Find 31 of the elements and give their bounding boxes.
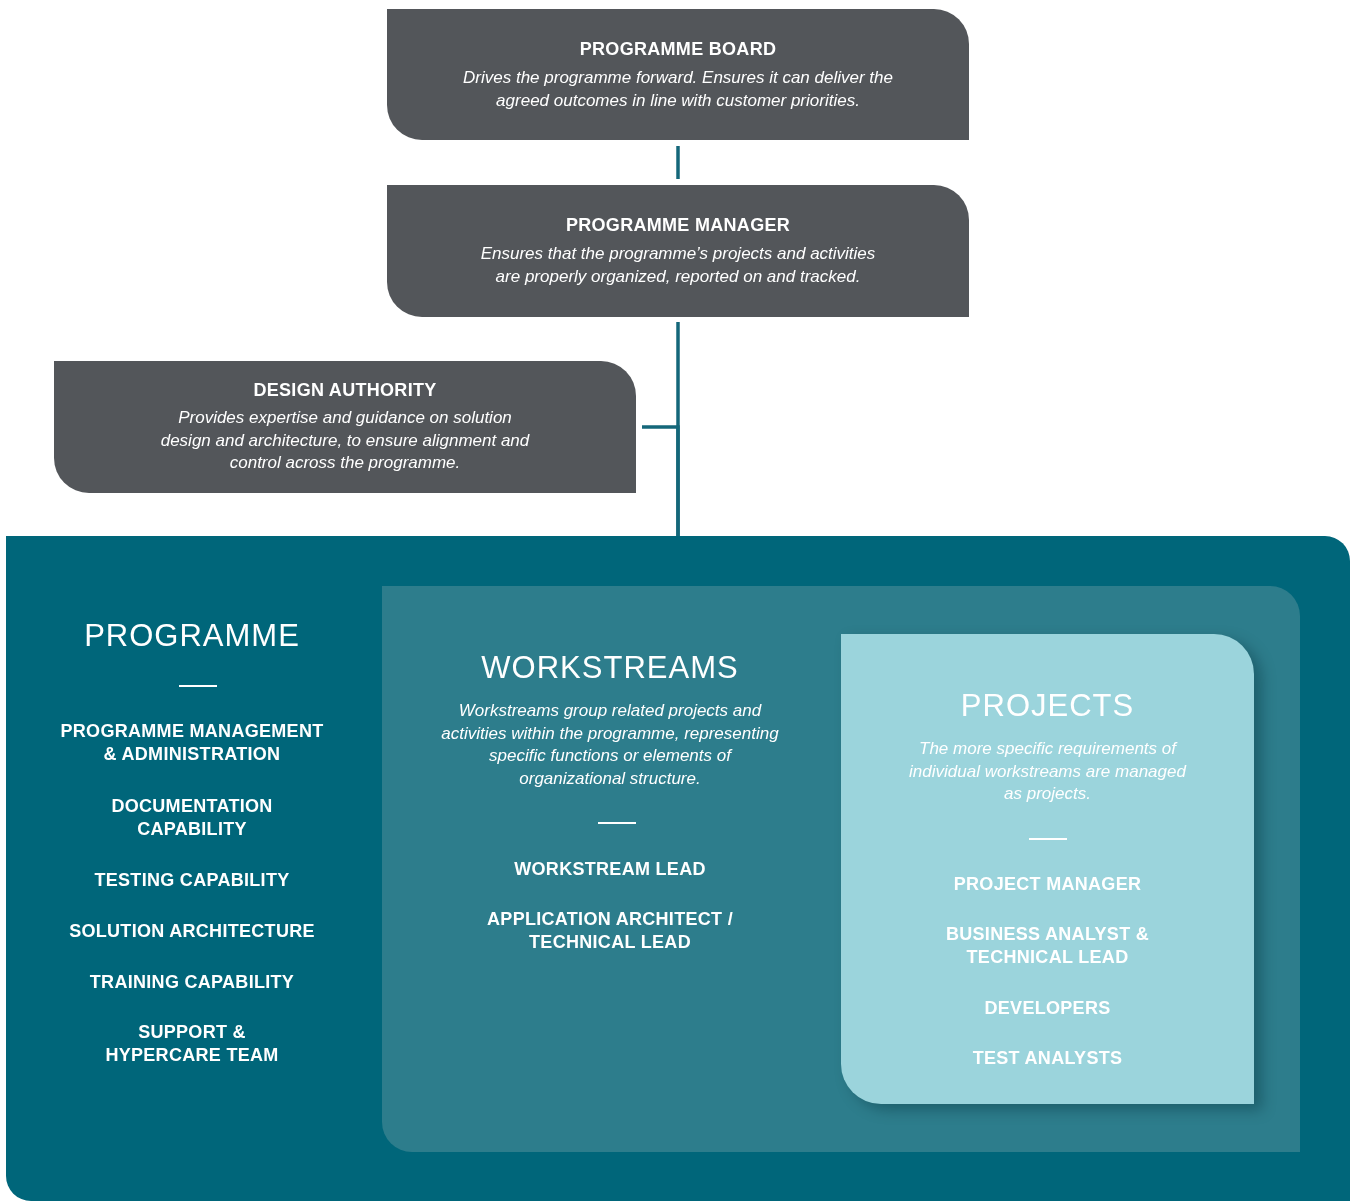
panel-description: The more specific requirements of individual workstreams are managed as projects. — [908, 738, 1188, 805]
role-label: BUSINESS ANALYST & TECHNICAL LEAD — [944, 923, 1151, 969]
capability-label: DOCUMENTATION CAPABILITY — [110, 795, 274, 841]
role-box — [54, 361, 636, 493]
panel-description: Workstreams group related projects and activities within the programme, representing specific functions or elements of organizational structure. — [440, 700, 780, 790]
programme-panel — [6, 536, 1350, 1201]
role-label: TEST ANALYSTS — [971, 1047, 1124, 1070]
role-label: PROJECT MANAGER — [952, 873, 1143, 896]
capability-label: TESTING CAPABILITY — [93, 869, 291, 892]
connector-line — [676, 146, 680, 179]
panel-heading: PROGRAMME — [83, 618, 301, 654]
workstreams-panel — [382, 586, 1300, 1152]
box-heading: PROGRAMME BOARD — [578, 39, 778, 60]
box-description: Drives the programme forward. Ensures it can deliver the agreed outcomes in line with customer priorities. — [462, 67, 894, 112]
panel-heading: WORKSTREAMS — [480, 650, 740, 686]
role-label: DEVELOPERS — [983, 997, 1112, 1020]
capability-label: PROGRAMME MANAGEMENT & ADMINISTRATION — [59, 720, 325, 766]
box-heading: PROGRAMME MANAGER — [564, 215, 792, 236]
connector-line — [642, 425, 680, 536]
projects-panel — [841, 634, 1254, 1104]
box-description: Ensures that the programme’s projects and activities are properly organized, reported on and tracked. — [479, 243, 877, 288]
role-label: APPLICATION ARCHITECT / TECHNICAL LEAD — [486, 908, 734, 954]
capability-label: SUPPORT & HYPERCARE TEAM — [104, 1021, 280, 1067]
role-label: WORKSTREAM LEAD — [513, 858, 707, 881]
capability-label: TRAINING CAPABILITY — [88, 971, 296, 994]
box-description: Provides expertise and guidance on solution design and architecture, to ensure alignment and control across the programme. — [160, 407, 530, 474]
role-box — [387, 9, 969, 140]
capability-label: SOLUTION ARCHITECTURE — [68, 920, 316, 943]
panel-heading: PROJECTS — [959, 688, 1136, 724]
role-box — [387, 185, 969, 317]
box-heading: DESIGN AUTHORITY — [252, 380, 438, 401]
